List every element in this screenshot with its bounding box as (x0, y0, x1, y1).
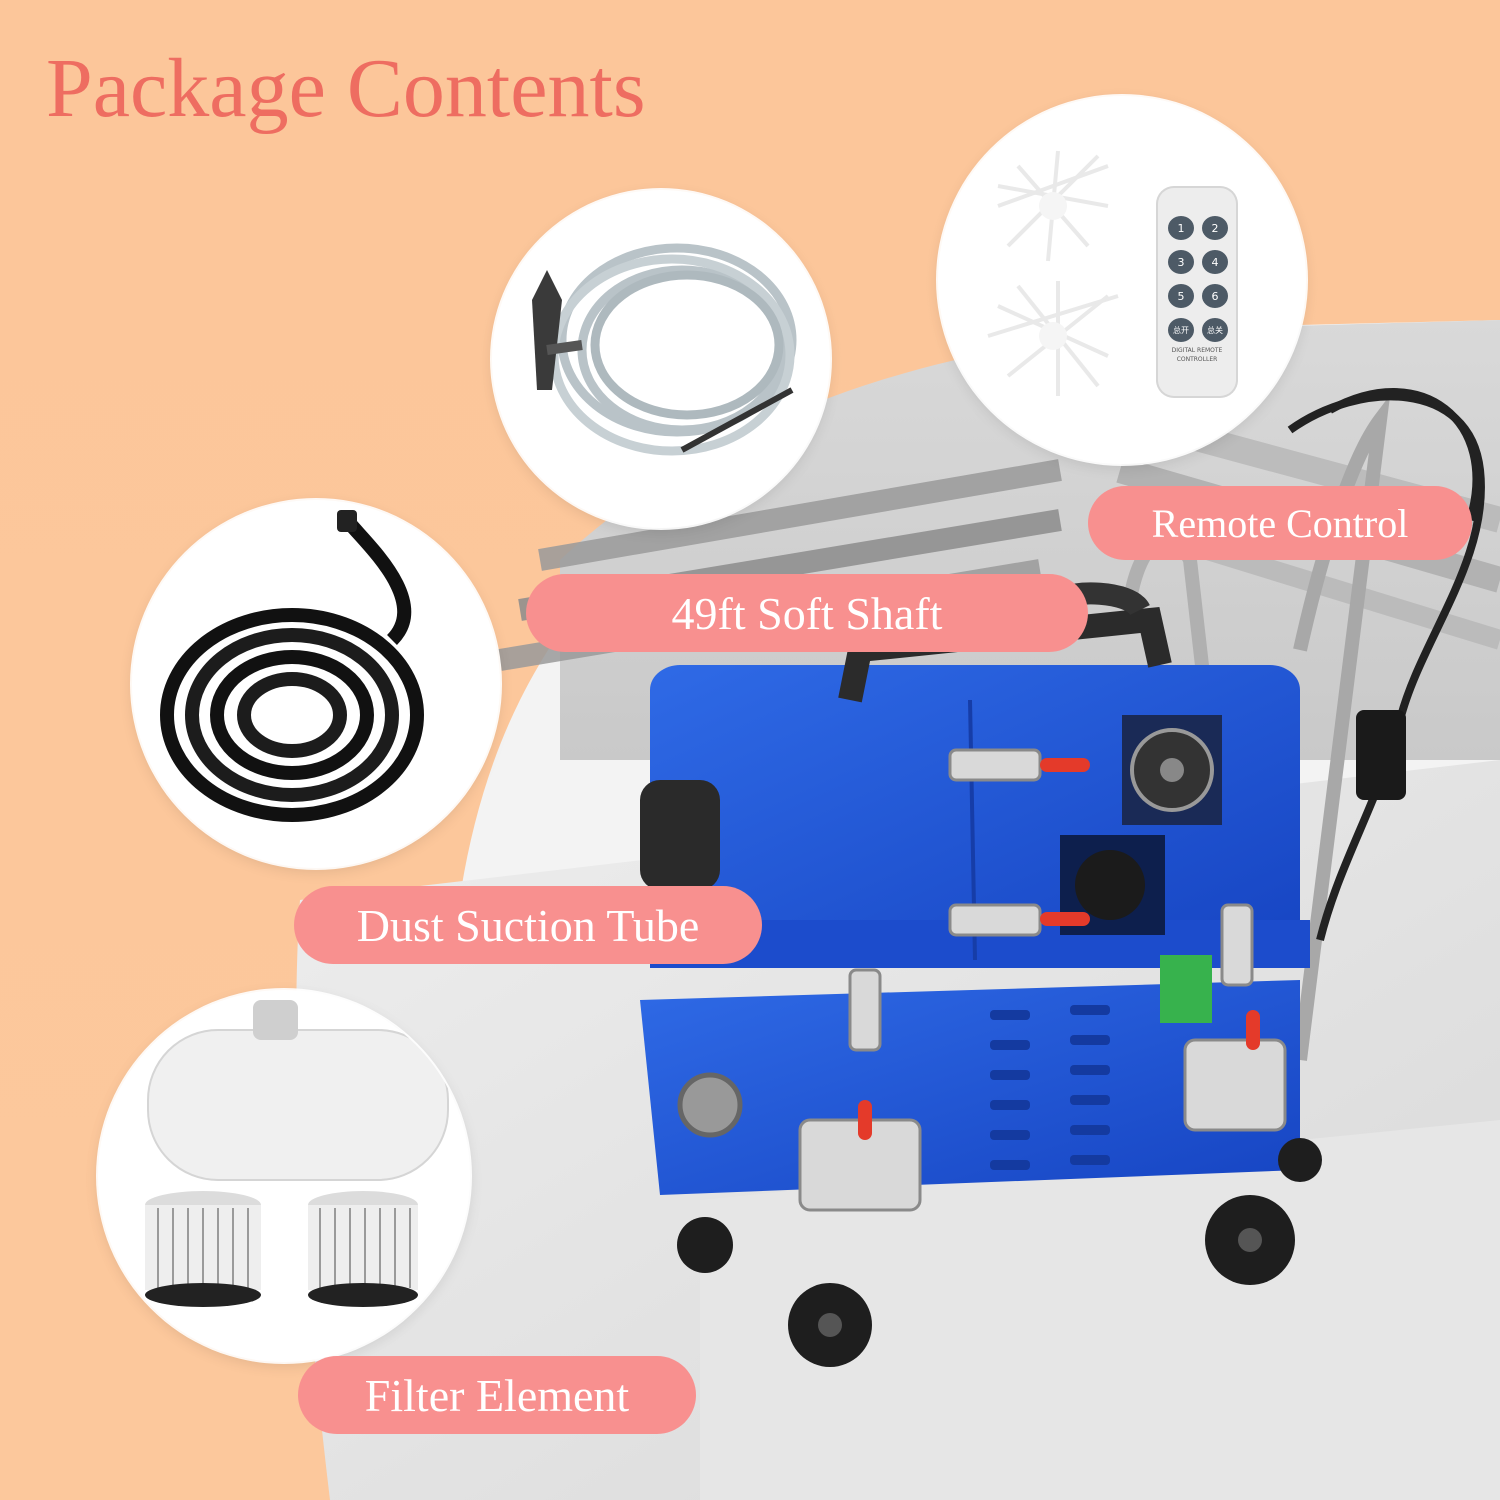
remote-button: 总开 (1168, 318, 1194, 342)
remote-button: 2 (1202, 216, 1228, 240)
label-remote-control: Remote Control (1088, 486, 1472, 560)
remote-button: 6 (1202, 284, 1228, 308)
brush-heads-icon (987, 150, 1119, 396)
remote-button: 1 (1168, 216, 1194, 240)
remote-button: 4 (1202, 250, 1228, 274)
remote-button: 总关 (1202, 318, 1228, 342)
label-soft-shaft: 49ft Soft Shaft (526, 574, 1088, 652)
label-remote-control-text: Remote Control (1151, 500, 1409, 546)
label-dust-suction-tube-text: Dust Suction Tube (356, 899, 700, 951)
remote-caption-line-1: DIGITAL REMOTE (1171, 347, 1223, 354)
remote-control-circle: 1 2 3 4 5 6 总开 总关 DIGITAL REMOTE CONTROL… (938, 96, 1306, 464)
dust-suction-tube-circle (132, 500, 500, 868)
label-filter-element: Filter Element (298, 1356, 696, 1434)
suction-hose-coil-icon (160, 510, 424, 822)
filter-cartridges-icon (145, 1000, 449, 1307)
filter-element-circle (98, 990, 470, 1362)
remote-button: 5 (1168, 284, 1194, 308)
soft-shaft-circle (492, 190, 830, 528)
page-title: Package Contents (46, 42, 646, 135)
label-dust-suction-tube: Dust Suction Tube (294, 886, 762, 964)
remote-caption: DIGITAL REMOTE CONTROLLER (1156, 346, 1238, 364)
remote-caption-line-2: CONTROLLER (1176, 356, 1218, 363)
label-filter-element-text: Filter Element (364, 1369, 630, 1421)
remote-button: 3 (1168, 250, 1194, 274)
remote-control-icon: 1 2 3 4 5 6 总开 总关 DIGITAL REMOTE CONTROL… (1156, 186, 1238, 398)
soft-shaft-coil-icon (532, 243, 797, 456)
label-soft-shaft-text: 49ft Soft Shaft (671, 587, 943, 639)
